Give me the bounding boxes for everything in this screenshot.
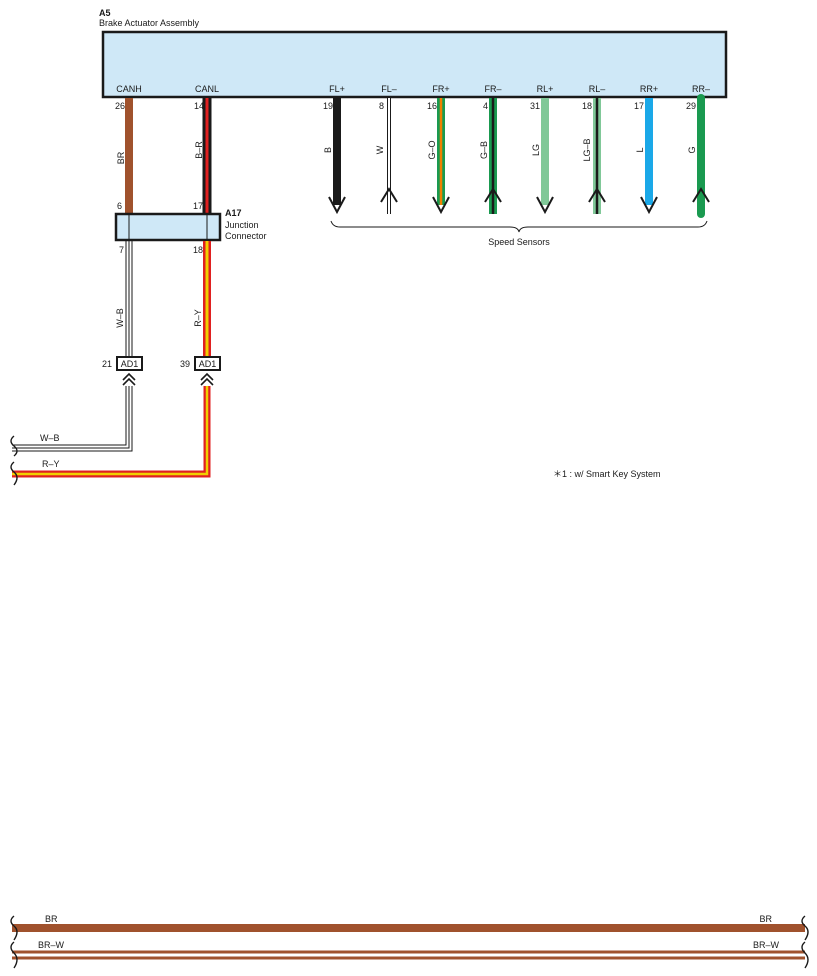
break-symbol bbox=[10, 435, 18, 457]
arrow-down-icon bbox=[640, 196, 658, 215]
wire-label-wb: W–B bbox=[115, 308, 125, 328]
wire-label-fl-plus: B bbox=[323, 147, 333, 153]
actuator-box bbox=[101, 30, 728, 99]
ad1-pin-21: 21 bbox=[102, 359, 112, 369]
pin-num-fl-plus: 19 bbox=[323, 101, 333, 111]
arrow-up-icon bbox=[588, 187, 606, 203]
connector-ad1-right-label: AD1 bbox=[199, 359, 217, 369]
break-symbol bbox=[10, 461, 18, 486]
bus-wb-l2 bbox=[12, 386, 130, 449]
pin-name-canl: CANL bbox=[195, 84, 219, 94]
arrow-up-icon bbox=[692, 187, 710, 203]
break-symbol bbox=[10, 915, 18, 941]
pin-num-canl: 14 bbox=[194, 101, 204, 111]
pin-name-rl-plus: RL+ bbox=[537, 84, 554, 94]
chevron-up-icon bbox=[122, 372, 136, 381]
pin-num-rr-minus: 29 bbox=[686, 101, 696, 111]
arrow-up-icon bbox=[484, 187, 502, 203]
pin-name-rr-minus: RR– bbox=[692, 84, 710, 94]
pin-num-fr-minus: 4 bbox=[483, 101, 488, 111]
bottom-wire-br-right: BR bbox=[759, 914, 772, 924]
break-symbol bbox=[10, 941, 18, 969]
pin-num-rl-plus: 31 bbox=[530, 101, 540, 111]
junction-pin-7: 7 bbox=[119, 245, 124, 255]
pin-num-fl-minus: 8 bbox=[379, 101, 384, 111]
junction-pin-6: 6 bbox=[117, 201, 122, 211]
pin-num-fr-plus: 16 bbox=[427, 101, 437, 111]
wire-label-canl: B–R bbox=[194, 141, 204, 159]
wire-label-rr-plus: L bbox=[635, 147, 645, 152]
junction-name-2: Connector bbox=[225, 231, 267, 241]
speed-sensors-brace bbox=[330, 220, 708, 233]
break-symbol bbox=[801, 915, 809, 941]
wire-label-rl-plus: LG bbox=[531, 144, 541, 156]
bus-wb-l1 bbox=[12, 386, 133, 452]
bus-label-wb: W–B bbox=[40, 433, 60, 443]
bus-wb-l3 bbox=[12, 386, 127, 446]
pin-name-fr-minus: FR– bbox=[484, 84, 501, 94]
actuator-name: Brake Actuator Assembly bbox=[99, 18, 200, 28]
pin-name-canh: CANH bbox=[116, 84, 142, 94]
pin-num-rr-plus: 17 bbox=[634, 101, 644, 111]
wire-label-canh: BR bbox=[116, 151, 126, 164]
wire-label-ry: R–Y bbox=[193, 309, 203, 327]
bus-ry-stripe bbox=[12, 386, 209, 476]
bottom-wire-br-left: BR bbox=[45, 914, 58, 924]
connector-ad1-left bbox=[116, 356, 143, 371]
chevron-up-icon bbox=[200, 377, 214, 386]
arrow-down-icon bbox=[432, 196, 450, 215]
actuator-ref: A5 bbox=[99, 8, 111, 18]
junction-pin-17: 17 bbox=[193, 201, 203, 211]
pin-name-fr-plus: FR+ bbox=[432, 84, 449, 94]
junction-name-1: Junction bbox=[225, 220, 259, 230]
pin-name-rl-minus: RL– bbox=[589, 84, 606, 94]
pin-name-rr-plus: RR+ bbox=[640, 84, 658, 94]
connector-ad1-left-label: AD1 bbox=[121, 359, 139, 369]
arrow-down-icon bbox=[328, 196, 346, 215]
chevron-up-icon bbox=[122, 377, 136, 386]
wire-label-rl-minus: LG–B bbox=[582, 138, 592, 161]
speed-sensors-label: Speed Sensors bbox=[488, 237, 550, 247]
break-symbol bbox=[801, 941, 809, 969]
pin-name-fl-minus: FL– bbox=[381, 84, 397, 94]
wire-label-fl-minus: W bbox=[375, 145, 385, 154]
junction-pin-18: 18 bbox=[193, 245, 203, 255]
bottom-wire-brw-left: BR–W bbox=[38, 940, 65, 950]
junction-ref: A17 bbox=[225, 208, 242, 218]
bus-label-ry: R–Y bbox=[42, 459, 60, 469]
pin-num-rl-minus: 18 bbox=[582, 101, 592, 111]
connector-ad1-right bbox=[194, 356, 221, 371]
wire-label-fr-plus: G–O bbox=[427, 140, 437, 159]
arrow-up-icon bbox=[380, 187, 398, 203]
footnote: ＊1 : w/ Smart Key System bbox=[553, 469, 661, 479]
wire-label-fr-minus: G–B bbox=[479, 141, 489, 159]
pin-name-fl-plus: FL+ bbox=[329, 84, 345, 94]
bottom-wire-brw-right: BR–W bbox=[753, 940, 780, 950]
ad1-pin-39: 39 bbox=[180, 359, 190, 369]
wire-label-rr-minus: G bbox=[687, 146, 697, 153]
chevron-up-icon bbox=[200, 372, 214, 381]
arrow-down-icon bbox=[536, 196, 554, 215]
junction-box bbox=[114, 212, 222, 242]
pin-num-canh: 26 bbox=[115, 101, 125, 111]
